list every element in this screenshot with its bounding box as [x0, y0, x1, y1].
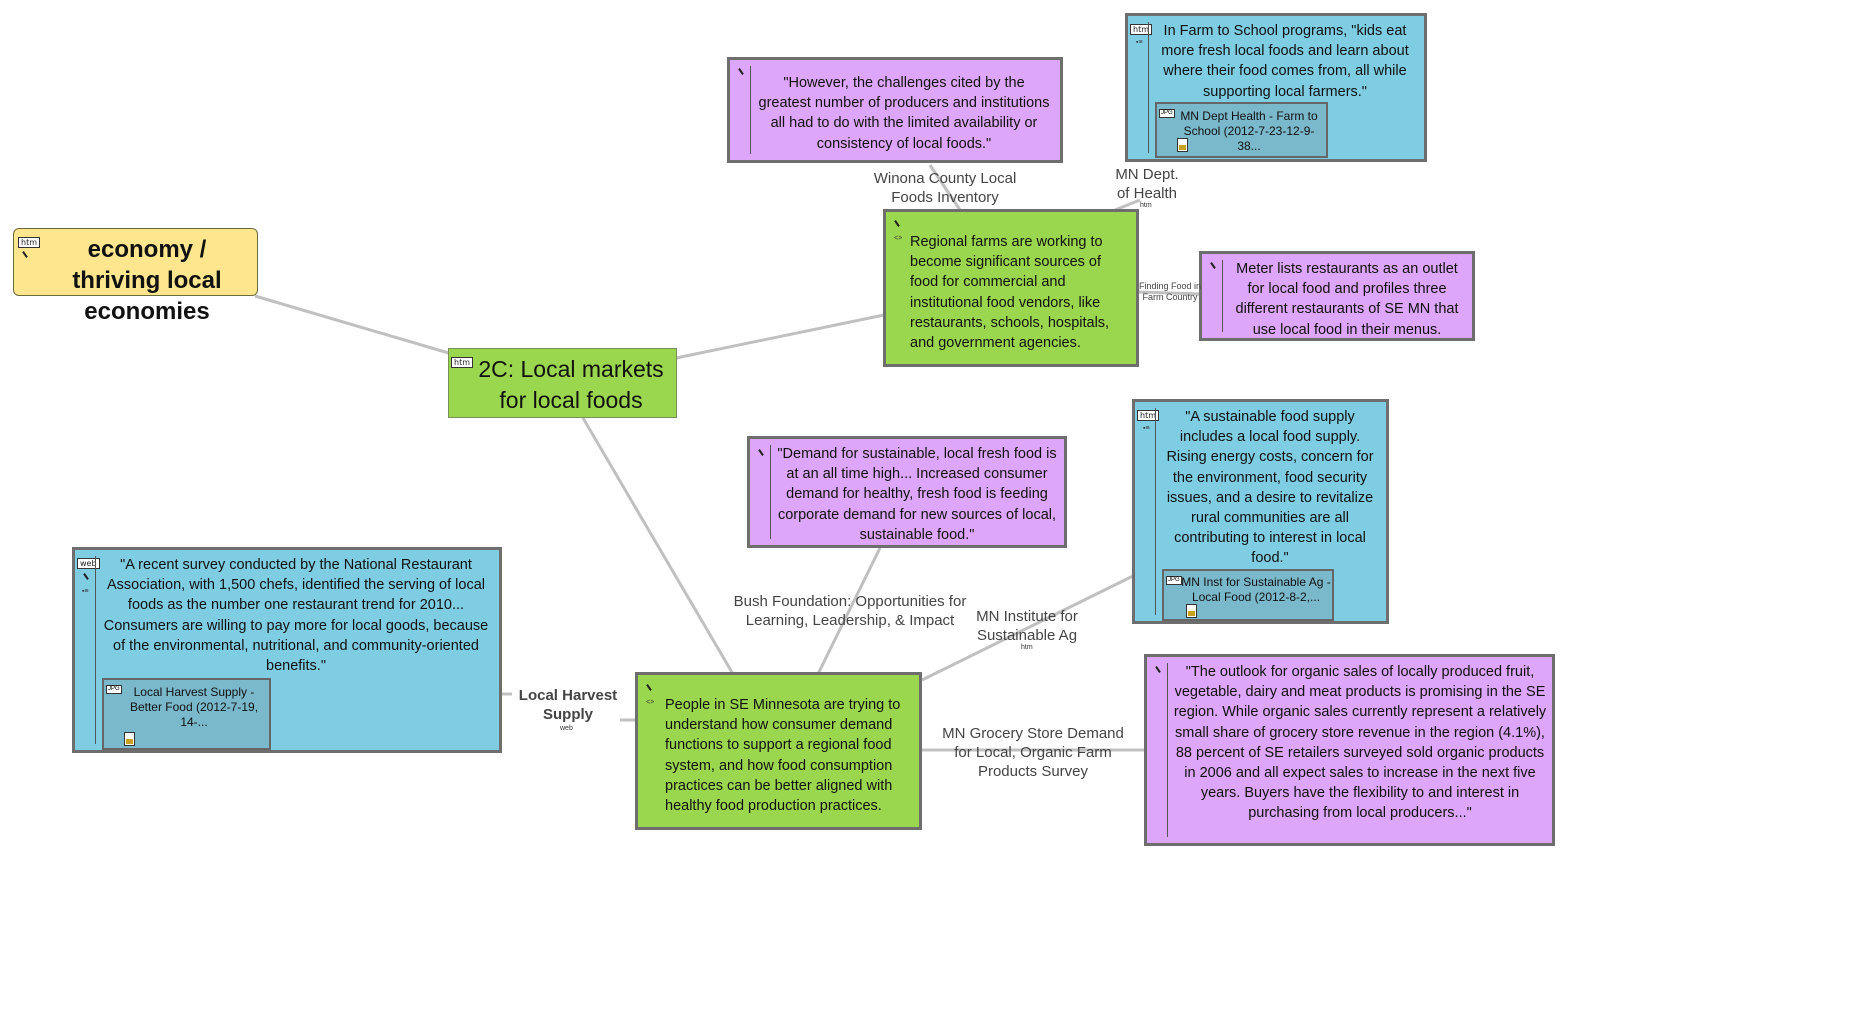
survey-quote-node[interactable]: web ▪≡ "A recent survey conducted by the…	[72, 547, 502, 753]
htm-icon: htm	[1130, 24, 1152, 35]
divider	[1167, 663, 1168, 837]
divider	[770, 445, 771, 539]
survey-doc-label: Local Harvest Supply - Better Food (2012…	[129, 685, 259, 729]
htm-icon: htm	[1140, 202, 1152, 209]
link-center-people	[581, 417, 735, 675]
divider	[1155, 408, 1156, 615]
sustainable-doc-label: MN Inst for Sustainable Ag - Local Food …	[1181, 575, 1331, 604]
htm-icon: htm	[1137, 410, 1159, 421]
center-node[interactable]: htm 2C: Local markets for local foods	[448, 348, 677, 418]
quote-icon	[1210, 262, 1216, 269]
link-icon: <>	[646, 699, 655, 706]
link-people-institute	[921, 573, 1136, 682]
sustainable-quote-node[interactable]: htm ▪≡ "A sustainable food supply includ…	[1132, 399, 1389, 624]
label-mn-health[interactable]: MN Dept. of Health	[1115, 166, 1179, 202]
farm-school-doc-label: MN Dept Health - Farm to School (2012-7-…	[1180, 109, 1318, 153]
meter-quote-node[interactable]: Meter lists restaurants as an outlet for…	[1199, 251, 1475, 341]
list-icon: ▪≡	[1143, 425, 1150, 432]
link-regional-health	[1114, 198, 1141, 212]
label-local-harvest[interactable]: Local Harvest Supply	[518, 687, 618, 723]
quote-icon	[646, 684, 652, 691]
link-topic-center	[254, 294, 453, 356]
htm-icon: htm	[451, 357, 473, 368]
label-finding-food[interactable]: Finding Food in Farm Country	[1138, 281, 1202, 302]
label-bush[interactable]: Bush Foundation: Opportunities for Learn…	[733, 593, 967, 629]
list-icon: ▪≡	[1136, 39, 1143, 46]
topic-node[interactable]: htm economy / thriving local economies	[13, 228, 258, 325]
regional-farms-node[interactable]: <> Regional farms are working to become …	[883, 209, 1139, 367]
divider	[95, 556, 96, 744]
center-title: 2C: Local markets for local foods	[478, 356, 664, 413]
document-icon	[124, 732, 135, 746]
meter-quote-text: Meter lists restaurants as an outlet for…	[1235, 261, 1459, 338]
sustainable-quote-text: "A sustainable food supply includes a lo…	[1166, 409, 1374, 567]
link-regional-meter	[1137, 290, 1201, 296]
divider	[1148, 22, 1149, 153]
demand-quote-node[interactable]: "Demand for sustainable, local fresh foo…	[747, 436, 1067, 548]
image-icon: JPG	[106, 685, 122, 694]
farm-school-doc[interactable]: JPG MN Dept Health - Farm to School (201…	[1155, 102, 1328, 158]
document-icon	[1186, 604, 1197, 618]
divider	[1222, 260, 1223, 332]
winona-quote-node[interactable]: "However, the challenges cited by the gr…	[727, 57, 1063, 163]
label-mn-institute[interactable]: MN Institute for Sustainable Ag	[976, 608, 1078, 644]
quote-icon	[894, 220, 900, 227]
quote-icon	[758, 449, 764, 456]
image-icon: JPG	[1159, 109, 1175, 118]
survey-doc[interactable]: JPG Local Harvest Supply - Better Food (…	[102, 678, 271, 750]
list-icon: ▪≡	[82, 588, 89, 595]
quote-icon	[22, 251, 28, 258]
organic-quote-node[interactable]: "The outlook for organic sales of locall…	[1144, 654, 1555, 846]
link-regional-winona	[928, 164, 962, 211]
quote-icon	[1155, 666, 1161, 673]
people-se-mn-node[interactable]: <> People in SE Minnesota are trying to …	[635, 672, 922, 830]
htm-icon: htm	[18, 237, 40, 248]
htm-icon: htm	[1021, 644, 1033, 651]
people-se-mn-text: People in SE Minnesota are trying to und…	[665, 697, 901, 815]
sustainable-doc[interactable]: JPG MN Inst for Sustainable Ag - Local F…	[1162, 569, 1334, 621]
label-winona[interactable]: Winona County Local Foods Inventory	[873, 170, 1017, 206]
winona-quote-text: "However, the challenges cited by the gr…	[758, 75, 1050, 152]
divider	[750, 66, 751, 154]
link-center-regional	[675, 313, 885, 360]
link-icon: <>	[894, 235, 903, 242]
quote-icon	[738, 68, 744, 75]
organic-quote-text: "The outlook for organic sales of locall…	[1173, 664, 1547, 822]
document-icon	[1177, 138, 1188, 152]
farm-school-quote-text: In Farm to School programs, "kids eat mo…	[1161, 23, 1409, 100]
label-mn-grocery[interactable]: MN Grocery Store Demand for Local, Organ…	[942, 725, 1124, 780]
farm-school-quote-node[interactable]: htm ▪≡ In Farm to School programs, "kids…	[1125, 13, 1427, 162]
survey-quote-text: "A recent survey conducted by the Nation…	[103, 557, 489, 675]
web-icon: web	[560, 725, 573, 732]
link-people-demand	[816, 547, 882, 675]
quote-icon	[83, 573, 89, 580]
regional-farms-text: Regional farms are working to become sig…	[910, 234, 1110, 352]
demand-quote-text: "Demand for sustainable, local fresh foo…	[777, 446, 1057, 543]
web-icon: web	[77, 558, 100, 569]
topic-title: economy / thriving local economies	[72, 236, 222, 325]
image-icon: JPG	[1166, 576, 1182, 585]
